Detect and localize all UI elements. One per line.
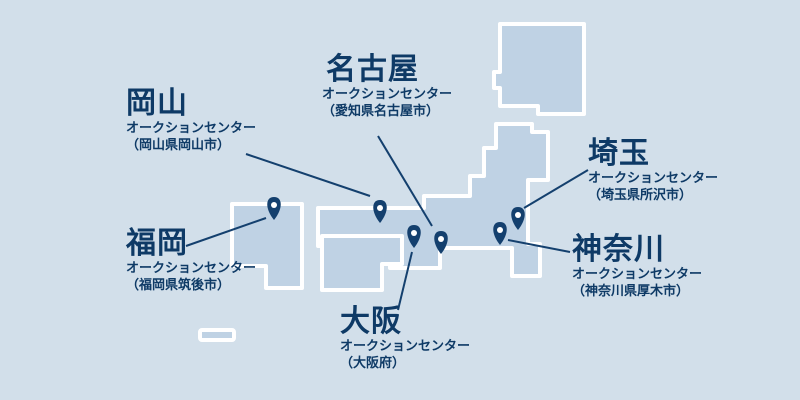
center-city: 大阪府 <box>340 355 470 372</box>
location-pin-icon[interactable] <box>407 225 421 248</box>
center-subtitle: オークションセンター <box>572 267 703 282</box>
leader-line-kanagawa <box>507 239 571 253</box>
location-pin-icon[interactable] <box>267 197 281 220</box>
leader-line-osaka <box>397 251 413 311</box>
center-name: 福岡 <box>126 226 188 261</box>
island-hokkaido <box>492 22 586 116</box>
center-label-saitama[interactable]: 埼玉 オークションセンター 埼玉県所沢市 <box>588 138 718 204</box>
center-city: 福岡県筑後市 <box>126 277 256 294</box>
center-name: 埼玉 <box>588 136 650 171</box>
center-city: 埼玉県所沢市 <box>588 187 718 204</box>
leader-line-saitama <box>523 169 589 209</box>
center-label-nagoya[interactable]: 名古屋 オークションセンター 愛知県名古屋市 <box>322 54 452 120</box>
leader-line-okayama <box>245 153 371 197</box>
location-pin-icon[interactable] <box>434 231 448 254</box>
location-pin-icon[interactable] <box>493 222 507 245</box>
center-name: 大阪 <box>340 304 402 339</box>
center-subtitle: オークションセンター <box>126 121 257 136</box>
location-pin-icon[interactable] <box>511 207 525 230</box>
center-city: 神奈川県厚木市 <box>572 283 702 300</box>
center-subtitle: オークションセンター <box>340 339 471 354</box>
leader-line-nagoya <box>377 135 433 227</box>
island-kyushu <box>230 202 304 290</box>
center-subtitle: オークションセンター <box>126 261 257 276</box>
location-pin-icon[interactable] <box>373 200 387 223</box>
center-label-kanagawa[interactable]: 神奈川 オークションセンター 神奈川県厚木市 <box>572 234 702 300</box>
island-shikoku <box>320 234 404 292</box>
leader-line-fukuoka <box>185 217 267 247</box>
pins <box>267 197 525 254</box>
center-label-osaka[interactable]: 大阪 オークションセンター 大阪府 <box>340 306 470 372</box>
center-name: 名古屋 <box>326 52 419 87</box>
center-subtitle: オークションセンター <box>588 171 719 186</box>
center-city: 岡山県岡山市 <box>126 137 256 154</box>
center-label-fukuoka[interactable]: 福岡 オークションセンター 福岡県筑後市 <box>126 228 256 294</box>
center-subtitle: オークションセンター <box>322 87 453 102</box>
landmass <box>198 22 586 342</box>
island-okinawa <box>198 328 236 342</box>
center-city: 愛知県名古屋市 <box>322 103 452 120</box>
center-label-okayama[interactable]: 岡山 オークションセンター 岡山県岡山市 <box>126 88 256 154</box>
leader-lines <box>185 135 589 311</box>
center-name: 岡山 <box>126 86 188 121</box>
center-name: 神奈川 <box>572 232 665 267</box>
